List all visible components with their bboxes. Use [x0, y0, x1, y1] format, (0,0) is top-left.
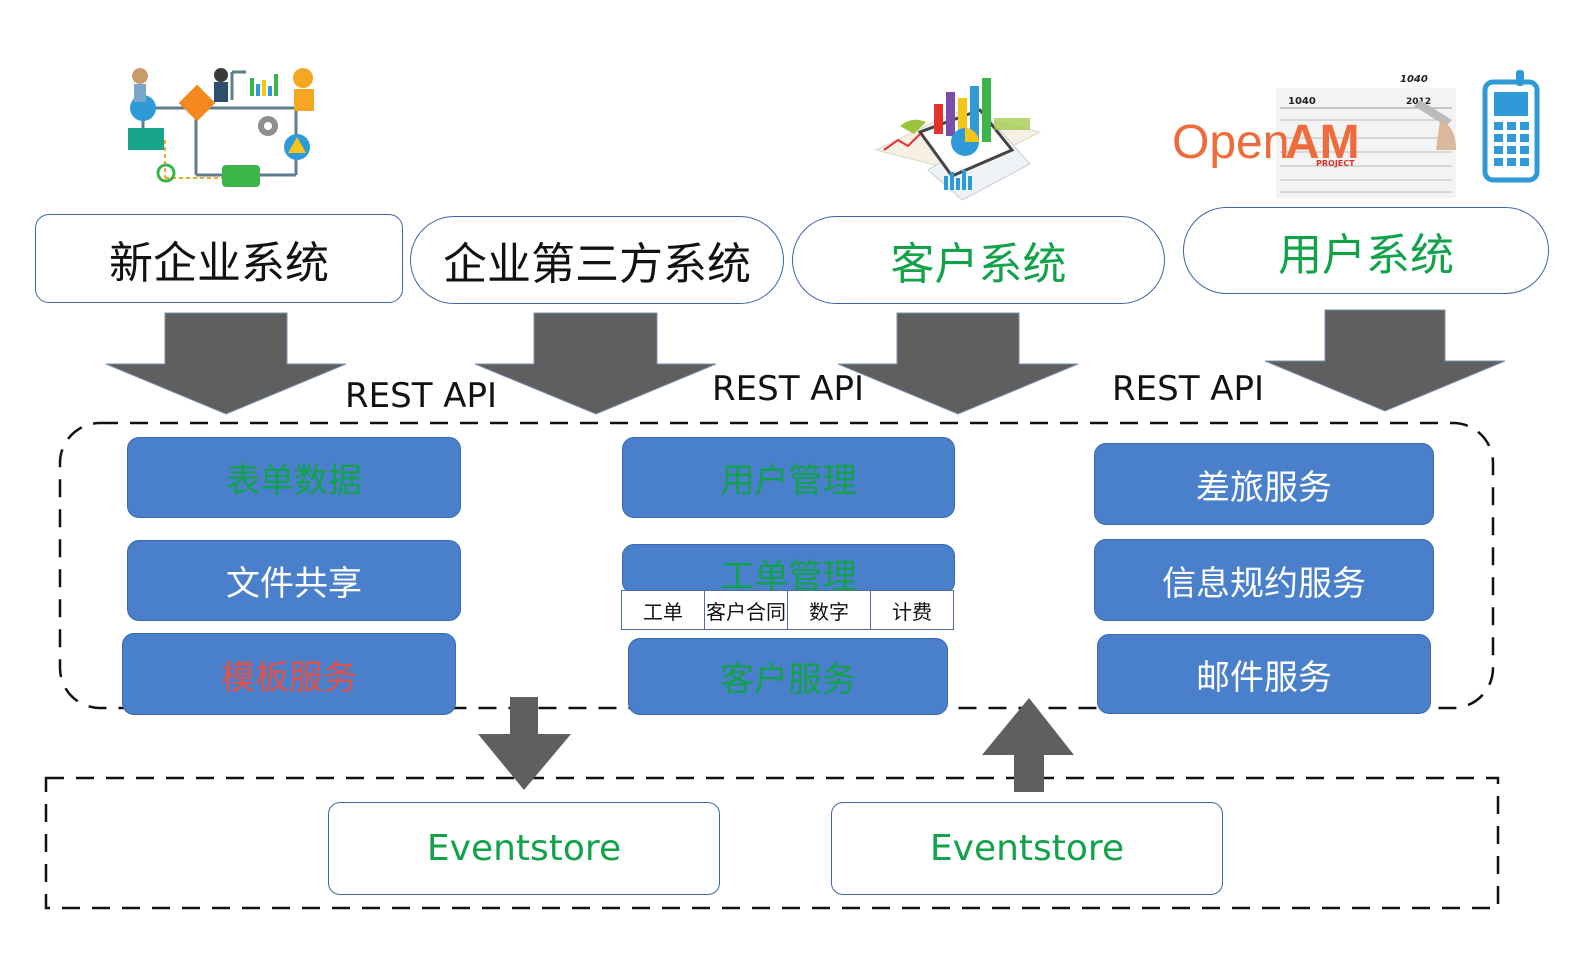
sub-tab-customer-contract: 客户合同: [705, 591, 788, 629]
service-travel: 差旅服务: [1094, 443, 1434, 525]
eventstore-right: Eventstore: [831, 802, 1223, 895]
system-user: 用户系统: [1183, 207, 1549, 294]
rest-api-label-2: REST API: [712, 369, 865, 409]
service-work-order-management: 工单管理: [622, 544, 955, 597]
tablet-chart-illustration: [874, 78, 1042, 201]
work-order-sub-tabs: 工单 客户合同 数字 计费: [621, 590, 954, 630]
down-arrow-1: [105, 312, 347, 415]
down-arrow-4: [1264, 309, 1506, 412]
eventstore-container: [44, 776, 1500, 910]
openam-am-text: AM: [1285, 116, 1360, 169]
form-number-text: 1040: [1288, 96, 1316, 107]
service-file-sharing: 文件共享: [127, 540, 461, 621]
eventstore-left: Eventstore: [328, 802, 720, 895]
system-customer: 客户系统: [792, 216, 1165, 304]
project-text: PROJECT: [1316, 159, 1355, 168]
system-enterprise-third-party-label: 企业第三方系统: [443, 239, 751, 290]
service-customer-service-label: 客户服务: [720, 660, 856, 700]
service-user-management: 用户管理: [622, 437, 955, 518]
eventstore-right-label: Eventstore: [929, 828, 1125, 869]
tax-form-image: 1040 1040 2012 PROJECT: [1276, 70, 1456, 198]
sub-tab-billing: 计费: [871, 591, 953, 629]
openam-open-text: Open: [1172, 116, 1289, 169]
workflow-illustration: [128, 68, 314, 187]
system-new-enterprise-label: 新企业系统: [109, 237, 329, 289]
system-customer-label: 客户系统: [890, 239, 1067, 290]
service-travel-label: 差旅服务: [1196, 467, 1332, 508]
service-template-label: 模板服务: [221, 657, 357, 698]
services-container: [58, 421, 1495, 710]
service-template: 模板服务: [122, 633, 456, 715]
sub-tab-digital: 数字: [788, 591, 871, 629]
service-form-data: 表单数据: [127, 437, 461, 518]
service-mail-label: 邮件服务: [1196, 657, 1332, 698]
form-corner-text: 1040: [1400, 74, 1428, 85]
openam-logo: Open AM: [1172, 116, 1360, 169]
arrow-up-from-eventstore: [982, 698, 1074, 792]
eventstore-left-label: Eventstore: [426, 828, 622, 869]
system-enterprise-third-party: 企业第三方系统: [410, 216, 784, 304]
service-message-protocol: 信息规约服务: [1094, 539, 1434, 621]
rest-api-label-1: REST API: [345, 376, 498, 416]
service-customer-service: 客户服务: [628, 638, 948, 715]
service-message-protocol-label: 信息规约服务: [1162, 563, 1366, 604]
down-arrow-3: [837, 312, 1079, 415]
system-new-enterprise: 新企业系统: [35, 214, 403, 303]
sub-tab-work-order: 工单: [622, 591, 705, 629]
mobile-phone-icon: [1482, 70, 1540, 183]
system-user-label: 用户系统: [1278, 229, 1454, 281]
service-user-management-label: 用户管理: [720, 461, 857, 501]
service-form-data-label: 表单数据: [226, 461, 362, 501]
down-arrow-2: [474, 312, 717, 415]
arrow-down-to-eventstore: [478, 697, 571, 790]
rest-api-label-3: REST API: [1112, 369, 1265, 409]
service-mail: 邮件服务: [1097, 634, 1431, 714]
service-file-sharing-label: 文件共享: [226, 564, 362, 604]
